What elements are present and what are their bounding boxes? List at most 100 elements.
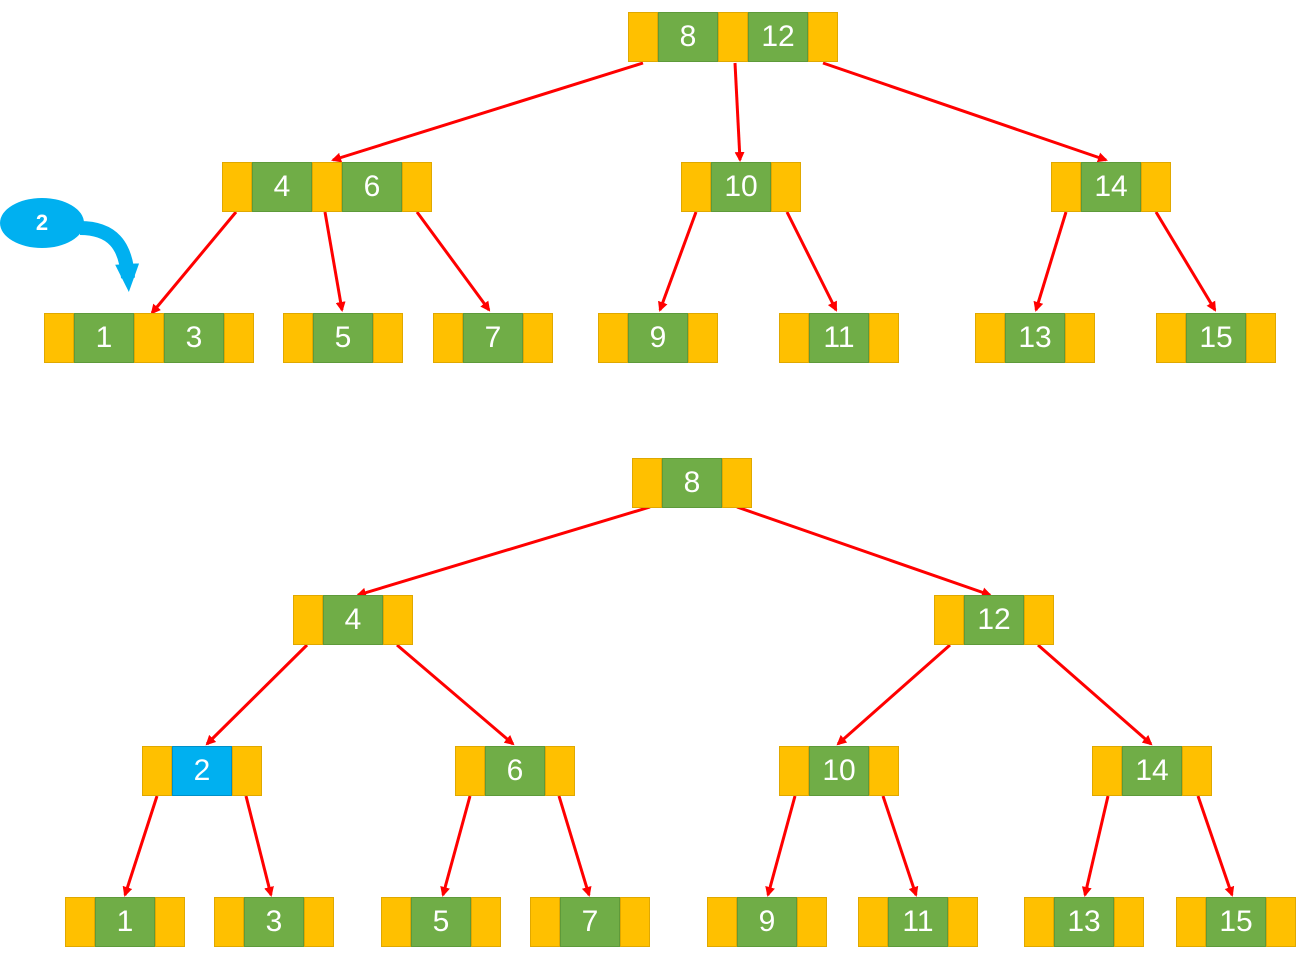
child-pointer-cell (1065, 313, 1095, 363)
btree-node: 13 (1024, 897, 1144, 947)
child-pointer-cell (523, 313, 553, 363)
btree-node: 11 (858, 897, 978, 947)
key-cell: 5 (313, 313, 373, 363)
child-pointer-cell (1024, 897, 1054, 947)
tree-edge-arrow (1154, 211, 1217, 312)
btree-node: 15 (1156, 313, 1276, 363)
btree-node: 9 (598, 313, 718, 363)
child-pointer-cell (598, 313, 628, 363)
child-pointer-cell (681, 162, 711, 212)
tree-edge-arrow (785, 211, 838, 312)
key-cell: 11 (809, 313, 869, 363)
btree-node: 11 (779, 313, 899, 363)
child-pointer-cell (722, 458, 752, 508)
child-pointer-cell (1114, 897, 1144, 947)
child-pointer-cell (718, 12, 748, 62)
tree-edge-arrow (1081, 795, 1110, 897)
child-pointer-cell (304, 897, 334, 947)
child-pointer-cell (688, 313, 718, 363)
tree-edge-arrow (1037, 643, 1153, 746)
child-pointer-cell (232, 746, 262, 796)
child-pointer-cell (620, 897, 650, 947)
child-pointer-cell (433, 313, 463, 363)
tree-edge-arrow (836, 643, 951, 746)
tree-edge-arrow (356, 505, 651, 598)
child-pointer-cell (222, 162, 252, 212)
child-pointer-cell (1024, 595, 1054, 645)
tree-edge-arrow (396, 643, 515, 746)
child-pointer-cell (134, 313, 164, 363)
btree-node: 7 (433, 313, 553, 363)
key-cell: 8 (662, 458, 722, 508)
key-cell: 5 (411, 897, 471, 947)
key-cell: 13 (1054, 897, 1114, 947)
tree-edge-arrow (765, 795, 797, 897)
child-pointer-cell (1092, 746, 1122, 796)
key-cell: 8 (658, 12, 718, 62)
btree-node: 9 (707, 897, 827, 947)
insert-value-badge: 2 (0, 198, 84, 248)
key-cell: 15 (1206, 897, 1266, 947)
key-cell: 6 (342, 162, 402, 212)
tree-edge-arrow (415, 211, 491, 312)
child-pointer-cell (373, 313, 403, 363)
btree-node: 1 (65, 897, 185, 947)
btree-node: 10 (681, 162, 801, 212)
child-pointer-cell (808, 12, 838, 62)
child-pointer-cell (975, 313, 1005, 363)
child-pointer-cell (1051, 162, 1081, 212)
key-cell: 14 (1081, 162, 1141, 212)
child-pointer-cell (142, 746, 172, 796)
tree-edge-arrow (150, 211, 238, 315)
key-cell: 3 (244, 897, 304, 947)
child-pointer-cell (1246, 313, 1276, 363)
key-cell: 13 (1005, 313, 1065, 363)
key-cell: 10 (711, 162, 771, 212)
child-pointer-cell (545, 746, 575, 796)
btree-node: 14 (1092, 746, 1212, 796)
tree-edge-arrow (205, 643, 309, 746)
key-cell: 1 (74, 313, 134, 363)
child-pointer-cell (1176, 897, 1206, 947)
tree-edge-arrow (122, 795, 159, 897)
child-pointer-cell (869, 313, 899, 363)
child-pointer-cell (293, 595, 323, 645)
child-pointer-cell (869, 746, 899, 796)
key-cell: 15 (1186, 313, 1246, 363)
btree-node: 2 (142, 746, 262, 796)
child-pointer-cell (530, 897, 560, 947)
key-cell: 9 (628, 313, 688, 363)
child-pointer-cell (214, 897, 244, 947)
insert-curved-arrow (79, 221, 140, 292)
tree-edge-arrow (1033, 211, 1068, 312)
child-pointer-cell (707, 897, 737, 947)
btree-node: 4 (293, 595, 413, 645)
btree-node: 6 (455, 746, 575, 796)
btree-node: 5 (283, 313, 403, 363)
tree-edge-arrow (331, 61, 644, 163)
key-cell: 14 (1122, 746, 1182, 796)
key-cell: 3 (164, 313, 224, 363)
btree-node: 8 (632, 458, 752, 508)
child-pointer-cell (779, 313, 809, 363)
child-pointer-cell (948, 897, 978, 947)
btree-node: 10 (779, 746, 899, 796)
child-pointer-cell (283, 313, 313, 363)
child-pointer-cell (471, 897, 501, 947)
child-pointer-cell (628, 12, 658, 62)
tree-edge-arrow (733, 62, 745, 162)
key-cell: 6 (485, 746, 545, 796)
child-pointer-cell (65, 897, 95, 947)
key-cell: 1 (95, 897, 155, 947)
key-cell: 4 (323, 595, 383, 645)
key-cell: 7 (560, 897, 620, 947)
child-pointer-cell (1141, 162, 1171, 212)
child-pointer-cell (797, 897, 827, 947)
key-cell: 11 (888, 897, 948, 947)
tree-edge-arrow (323, 211, 346, 312)
child-pointer-cell (381, 897, 411, 947)
child-pointer-cell (224, 313, 254, 363)
